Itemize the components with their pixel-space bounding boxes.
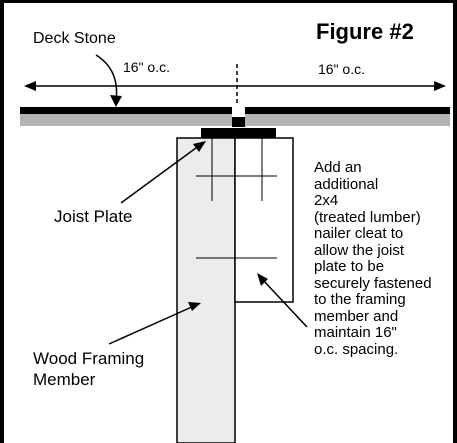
- cleat-arrowhead-icon: [257, 273, 268, 286]
- joist-plate: [201, 128, 276, 138]
- note-line: allow the joist: [314, 241, 405, 259]
- wood-framing-member-label: Wood Framing Member: [33, 348, 183, 390]
- note-line: Add an: [314, 159, 362, 176]
- wood-member-arrowhead-icon: [188, 302, 201, 311]
- deck-stone-right-top: [245, 107, 450, 114]
- nailer-cleat-note: Add an additional 2x4 (treated lumber) n…: [314, 159, 454, 358]
- arrowhead-left-icon: [24, 81, 36, 91]
- deck-stone-arrow: [95, 54, 118, 102]
- nailer-cleat: [234, 137, 294, 303]
- joist-plate-arrowhead-icon: [193, 141, 206, 152]
- wood-framing-member: [176, 137, 236, 443]
- wood-label-line-2: Member: [33, 370, 96, 389]
- joist-plate-label: Joist Plate: [54, 207, 133, 226]
- note-line: to the framing: [314, 291, 406, 308]
- arrowhead-right-icon: [434, 81, 446, 91]
- note-line: o.c. spacing.: [314, 340, 399, 358]
- deck-stone-left-top: [20, 107, 232, 114]
- note-line: (treated lumber): [314, 208, 421, 226]
- note-line: plate to be: [314, 258, 385, 275]
- note-line: additional: [314, 175, 379, 193]
- note-line: 2x4: [314, 192, 339, 209]
- dimension-line: [24, 81, 446, 91]
- note-line: nailer cleat to: [314, 225, 404, 242]
- wood-member-arrow: [108, 305, 195, 345]
- deck-stone-arrowhead-icon: [110, 95, 122, 107]
- note-line: maintain 16": [314, 324, 397, 341]
- note-line: securely fastened: [314, 274, 432, 292]
- deck-stone-right: [245, 114, 450, 126]
- fastener-lines: [196, 138, 277, 259]
- wood-label-line-1: Wood Framing: [33, 349, 145, 368]
- spacing-left-label: 16" o.c.: [123, 59, 170, 75]
- joist-plate-arrow: [120, 144, 201, 204]
- frame-top-border: [0, 0, 457, 3]
- joist-plate-tab: [232, 117, 245, 127]
- note-line: member and: [314, 307, 399, 325]
- deck-stone-label: Deck Stone: [33, 30, 116, 47]
- figure-title: Figure #2: [316, 19, 414, 44]
- cleat-arrow: [261, 278, 308, 328]
- spacing-right-label: 16" o.c.: [318, 61, 365, 77]
- deck-stone-left: [20, 114, 232, 126]
